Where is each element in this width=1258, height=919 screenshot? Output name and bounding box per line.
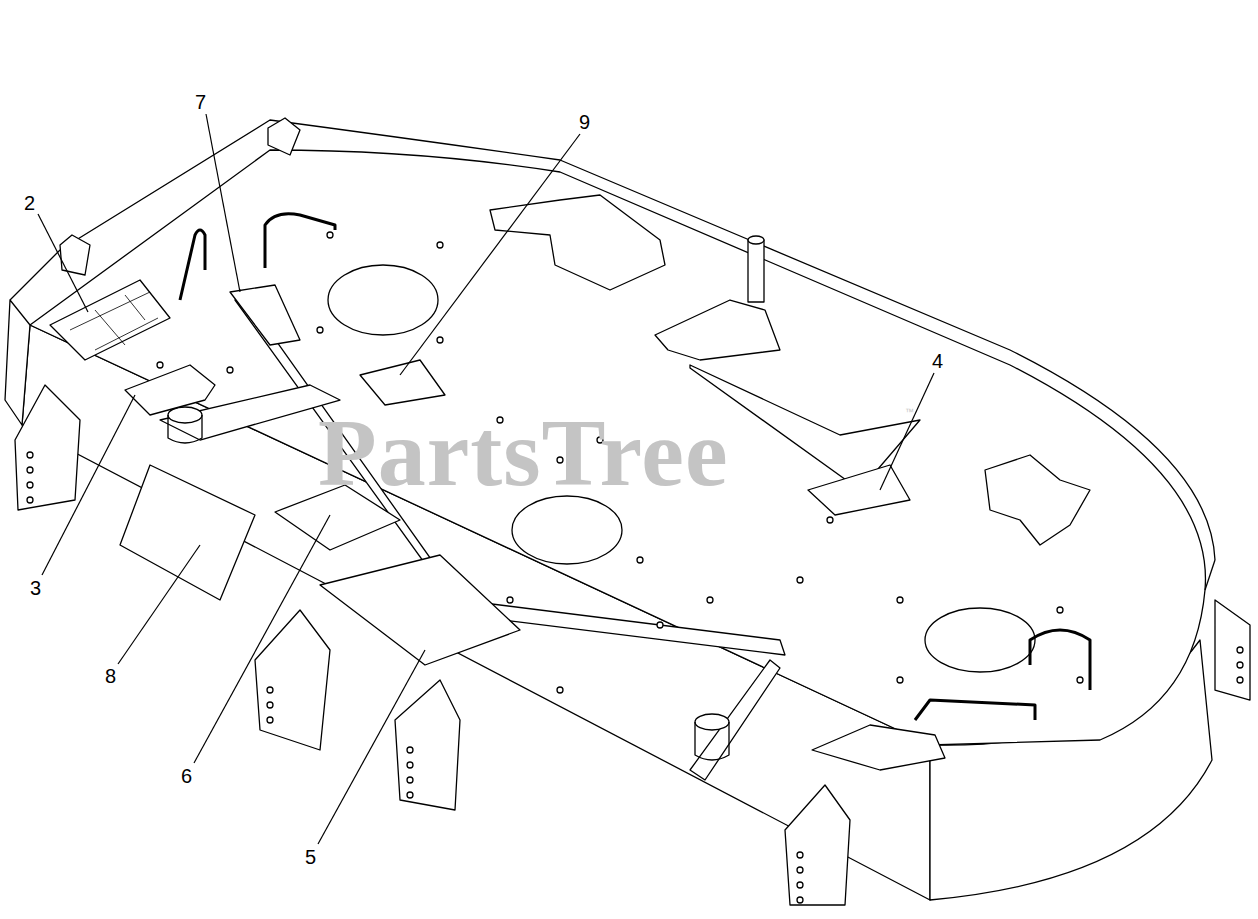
handle [180,230,205,300]
pivot-bracket [655,300,780,360]
deck-rim [60,120,1215,560]
spindle-hole [512,496,622,564]
pivot-pin [748,236,764,244]
pivot-pin [748,240,764,302]
spindle-hole [925,608,1035,672]
adjust-holes [27,452,1243,903]
callout-number: 2 [24,193,35,213]
handle [915,700,1035,720]
mount-plate [395,680,460,810]
baffle [235,290,785,655]
decal [230,285,300,345]
bracket [1215,600,1250,700]
mount-plate [785,785,850,905]
callout-number: 4 [932,351,943,371]
lift-socket [695,714,729,730]
callout-number: 6 [181,766,192,786]
callout-number: 7 [195,92,206,112]
handle [265,214,335,268]
decal [50,280,170,360]
watermark: PartsTree [318,405,729,501]
callout-number: 3 [30,578,41,598]
decal [808,465,910,515]
decal [320,555,520,665]
deck-left-end [5,300,30,425]
decal [125,365,215,415]
callout-number: 8 [105,666,116,686]
callout-number: 9 [579,112,590,132]
lift-arm [690,660,780,780]
bolts [157,232,1083,693]
bracket [985,455,1090,545]
bracket [60,235,90,275]
trademark: ™ [905,408,914,417]
idler-bracket [490,195,665,290]
spindle-hole [328,265,438,335]
deck-top [30,150,1205,745]
bracket [268,118,300,155]
decal [812,725,945,770]
mount-plate [15,385,80,510]
decal [360,360,445,405]
side-decal [120,465,255,600]
callout-number: 5 [305,847,316,867]
handle [1030,630,1090,690]
lift-socket [168,407,202,423]
leader-lines [38,114,934,844]
